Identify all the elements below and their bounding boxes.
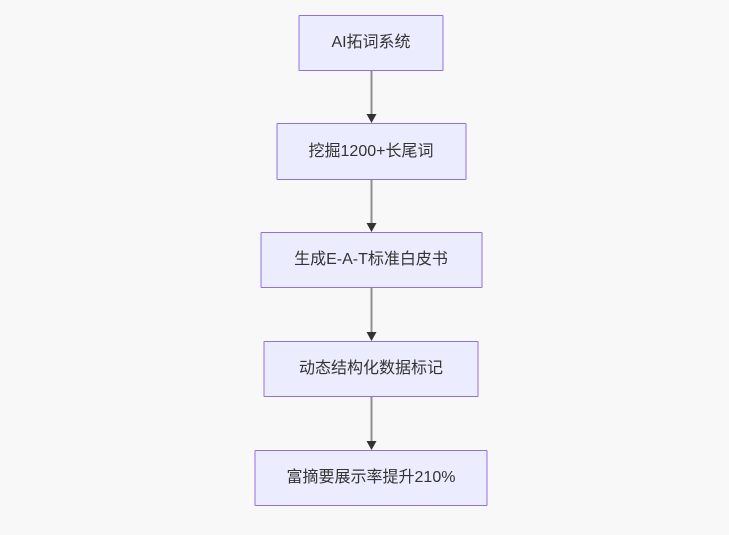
flowchart: AI拓词系统 挖掘1200+长尾词 生成E-A-T标准白皮书 动态结构化数据标记 [254, 15, 488, 506]
flow-node-ai-keyword-system: AI拓词系统 [298, 15, 444, 71]
arrow-line [370, 397, 372, 441]
flow-node-eat-whitepaper: 生成E-A-T标准白皮书 [260, 232, 482, 288]
flow-node-label: 富摘要展示率提升210% [286, 469, 456, 486]
arrow-line [370, 71, 372, 114]
flow-arrow-1 [366, 71, 376, 123]
flow-node-label: 生成E-A-T标准白皮书 [294, 251, 448, 268]
arrow-line [370, 180, 372, 223]
flow-node-rich-snippet-result: 富摘要展示率提升210% [254, 450, 488, 506]
flow-node-longtail-mining: 挖掘1200+长尾词 [276, 123, 466, 180]
flow-node-structured-data-markup: 动态结构化数据标记 [263, 341, 479, 397]
flow-node-label: 动态结构化数据标记 [298, 360, 443, 377]
arrow-line [370, 288, 372, 332]
arrow-head-icon [366, 441, 376, 450]
flow-arrow-2 [366, 180, 376, 232]
arrow-head-icon [366, 114, 376, 123]
arrow-head-icon [366, 332, 376, 341]
arrow-head-icon [366, 223, 376, 232]
flow-arrow-3 [366, 288, 376, 341]
flow-arrow-4 [366, 397, 376, 450]
flow-node-label: AI拓词系统 [331, 34, 411, 51]
flow-node-label: 挖掘1200+长尾词 [308, 142, 434, 160]
